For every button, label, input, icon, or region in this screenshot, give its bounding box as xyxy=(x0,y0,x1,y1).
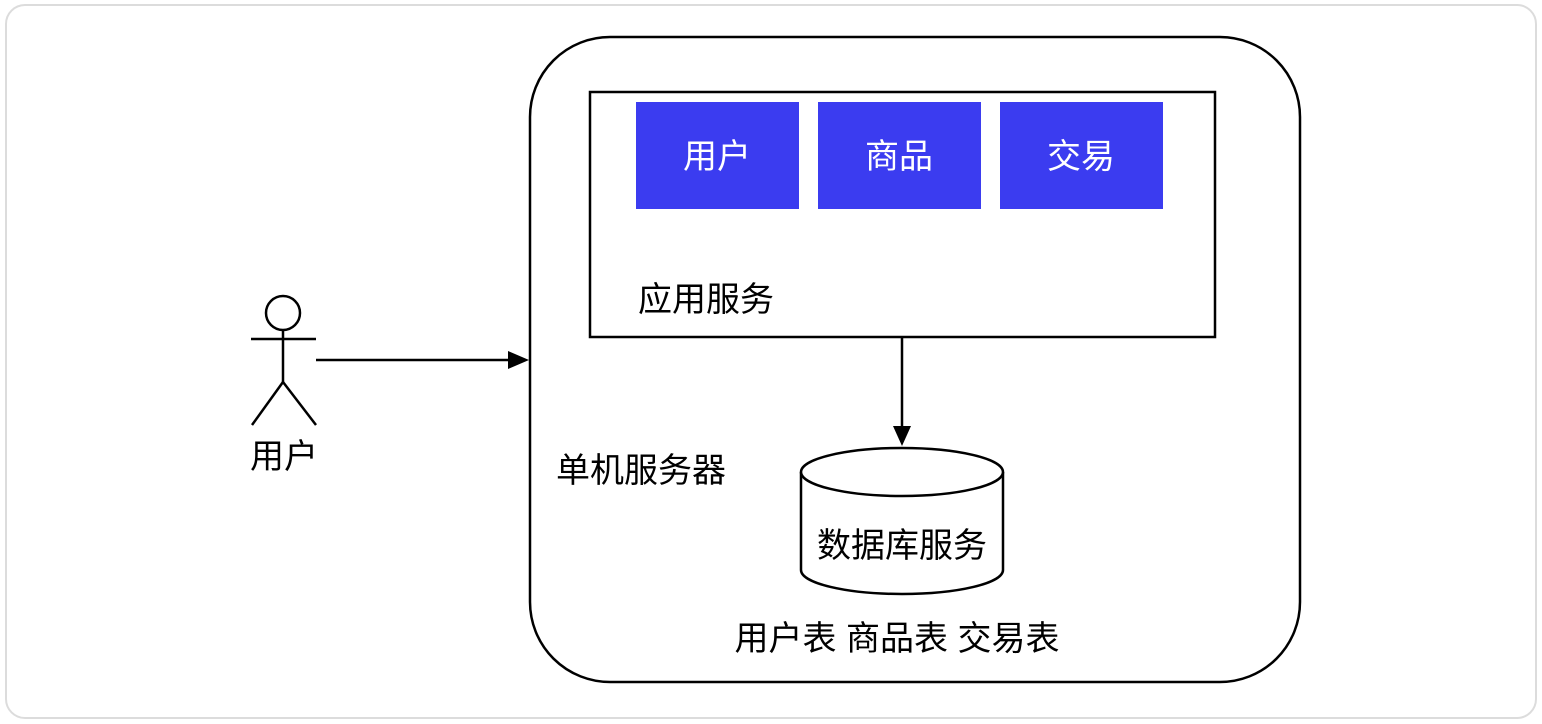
actor-head xyxy=(264,294,302,332)
database-cylinder xyxy=(799,446,1005,596)
module-label-user: 用户 xyxy=(683,138,751,176)
actor-left-leg xyxy=(250,381,285,426)
server-label: 单机服务器 xyxy=(556,452,726,490)
app-service-label: 应用服务 xyxy=(638,281,774,319)
module-rect-user xyxy=(636,102,799,209)
module-label-product: 商品 xyxy=(865,138,933,176)
arrowhead-right-icon xyxy=(508,351,529,369)
arrowhead-down-icon xyxy=(893,426,911,446)
database-cylinder-body xyxy=(799,472,1005,596)
module-box-user: 用户 xyxy=(636,102,799,209)
actor-label: 用户 xyxy=(250,438,318,476)
module-box-trade: 交易 xyxy=(1000,102,1163,209)
module-rect-product xyxy=(818,102,981,209)
actor-right-leg xyxy=(282,381,317,426)
module-box-product: 商品 xyxy=(818,102,981,209)
actor-to-server-arrow xyxy=(316,351,529,369)
module-rect-trade xyxy=(1000,102,1163,209)
database-cylinder-top xyxy=(799,446,1005,498)
actor-figure xyxy=(250,294,317,426)
app-to-db-arrow xyxy=(893,338,911,446)
tables-label: 用户表 商品表 交易表 xyxy=(735,620,1060,658)
module-label-trade: 交易 xyxy=(1047,138,1115,176)
database-label: 数据库服务 xyxy=(817,527,987,565)
